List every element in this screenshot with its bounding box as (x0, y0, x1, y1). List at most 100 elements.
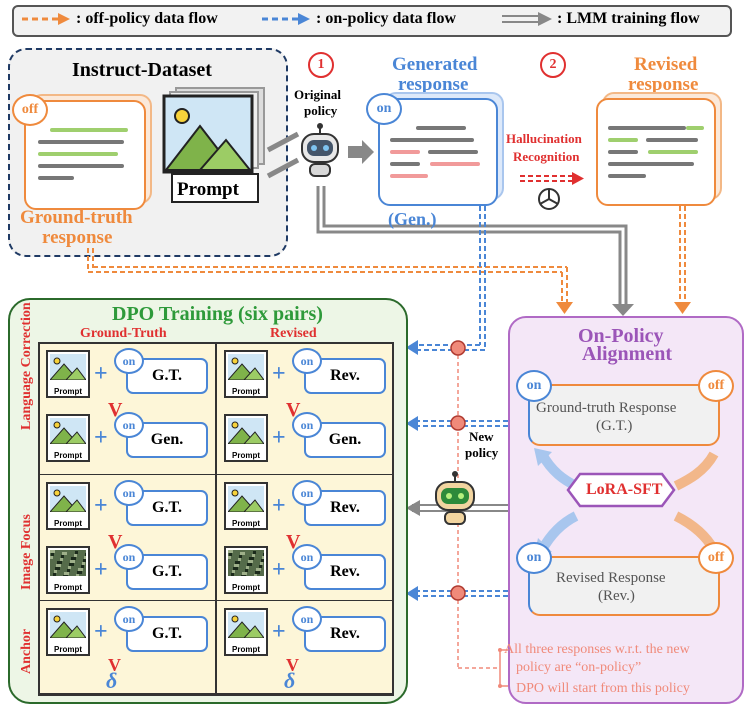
note-line-1: All three responses w.r.t. the new (504, 642, 690, 657)
prompt-caption: Prompt (54, 583, 82, 592)
on-tag: on (292, 348, 322, 374)
prompt-caption: Prompt (54, 451, 82, 460)
response-label: G.T. (126, 490, 208, 526)
opa-gt-label-2: (G.T.) (596, 418, 633, 434)
preference-marker: V (286, 531, 301, 553)
training-legend-arrow (502, 12, 552, 26)
generated-label-1: Generated (392, 54, 478, 75)
on-tag: on (292, 544, 322, 570)
on-tag: on (114, 606, 144, 632)
on-tag: on (292, 606, 322, 632)
note-line-3: DPO will start from this policy (516, 681, 690, 696)
hallucination-label-1: Hallucination (506, 131, 582, 146)
legend-bar (12, 5, 732, 37)
prompt-caption: Prompt (232, 451, 260, 460)
note-bracket (498, 648, 508, 688)
prompt-thumbnail: Prompt (224, 350, 268, 398)
gt-response-label-1: Ground-truth (20, 207, 133, 228)
preference-marker: V (108, 531, 123, 553)
off-tag: off (12, 94, 48, 126)
prompt-image-stack (162, 87, 265, 203)
dpo-title: DPO Training (six pairs) (112, 303, 323, 325)
original-policy-label-2: policy (304, 103, 338, 118)
response-label: Rev. (304, 616, 386, 652)
revised-label-2: response (628, 74, 699, 95)
plus-sign: + (94, 619, 108, 645)
dpo-col-gt: Ground-Truth (80, 326, 167, 341)
openai-logo-icon (538, 188, 560, 210)
opa-gt-box (528, 384, 720, 446)
lora-sft-label: LoRA-SFT (586, 481, 663, 498)
step-1-badge: 1 (308, 52, 334, 78)
plus-sign: + (94, 425, 108, 451)
gt-response-card (24, 100, 146, 210)
on-policy-legend-arrow (262, 13, 310, 25)
opa-rev-off-tag: off (698, 542, 734, 574)
revised-label-1: Revised (634, 54, 698, 75)
original-policy-label-1: Original (294, 87, 341, 102)
on-tag: on (292, 412, 322, 438)
off-policy-legend-arrow (22, 13, 70, 25)
opa-gt-off-tag: off (698, 370, 734, 402)
opa-rev-label-1: Revised Response (556, 570, 666, 586)
hallucination-label-2: Recognition (513, 149, 580, 164)
prompt-thumbnail: Prompt (224, 414, 268, 462)
opa-title-1: On-Policy (578, 325, 664, 347)
prompt-thumbnail: Prompt (46, 482, 90, 530)
prompt-caption: Prompt (54, 387, 82, 396)
preference-marker: V (286, 655, 299, 675)
plus-sign: + (272, 361, 286, 387)
prompt-thumbnail: Prompt (224, 546, 268, 594)
gen-abbrev-label: (Gen.) (388, 209, 437, 229)
revised-response-card (596, 98, 716, 206)
legend-off-policy-text: : off-policy data flow (76, 10, 218, 27)
prompt-caption: Prompt (54, 645, 82, 654)
note-line-2: policy are “on-policy” (516, 660, 642, 675)
opa-gt-label-1: Ground-truth Response (536, 400, 677, 416)
delta-symbol: δ (106, 668, 118, 693)
prompt-caption: Prompt (232, 645, 260, 654)
on-tag: on (114, 348, 144, 374)
new-policy-robot-icon (435, 471, 475, 525)
instruct-dataset-title: Instruct-Dataset (72, 59, 212, 81)
lora-sft-badge (566, 472, 676, 508)
on-tag: on (114, 480, 144, 506)
prompt-thumbnail: Prompt (224, 482, 268, 530)
generated-on-tag: on (366, 93, 402, 125)
prompt-caption: Prompt (54, 519, 82, 528)
preference-marker: V (108, 655, 121, 675)
dpo-row-language: Language Correction (19, 302, 34, 430)
response-label: Rev. (304, 490, 386, 526)
opa-title-2: Alignment (582, 343, 672, 365)
opa-rev-on-tag: on (516, 542, 552, 574)
opa-rev-box (528, 556, 720, 616)
prompt-caption: Prompt (232, 387, 260, 396)
prompt-label: Prompt (177, 179, 239, 200)
prompt-thumbnail: Prompt (224, 608, 268, 656)
dpo-col-revised: Revised (270, 326, 317, 341)
prompt-thumbnail: Prompt (46, 608, 90, 656)
prompt-thumbnail: Prompt (46, 414, 90, 462)
gt-response-label-2: response (42, 227, 113, 248)
response-label: Gen. (126, 422, 208, 458)
plus-sign: + (94, 557, 108, 583)
generated-response-card (378, 98, 498, 206)
plus-sign: + (272, 619, 286, 645)
prompt-thumbnail: Prompt (46, 350, 90, 398)
generated-label-2: response (398, 74, 469, 95)
new-policy-label-1: New (469, 429, 494, 444)
dpo-row-anchor: Anchor (19, 628, 34, 674)
response-label: G.T. (126, 358, 208, 394)
new-policy-label-2: policy (465, 445, 499, 460)
plus-sign: + (94, 493, 108, 519)
delta-symbol: δ (284, 668, 296, 693)
original-policy-robot-icon (301, 123, 339, 177)
on-tag: on (114, 412, 144, 438)
preference-marker: V (286, 399, 301, 421)
prompt-caption: Prompt (232, 519, 260, 528)
step-2-badge: 2 (540, 52, 566, 78)
on-tag: on (114, 544, 144, 570)
